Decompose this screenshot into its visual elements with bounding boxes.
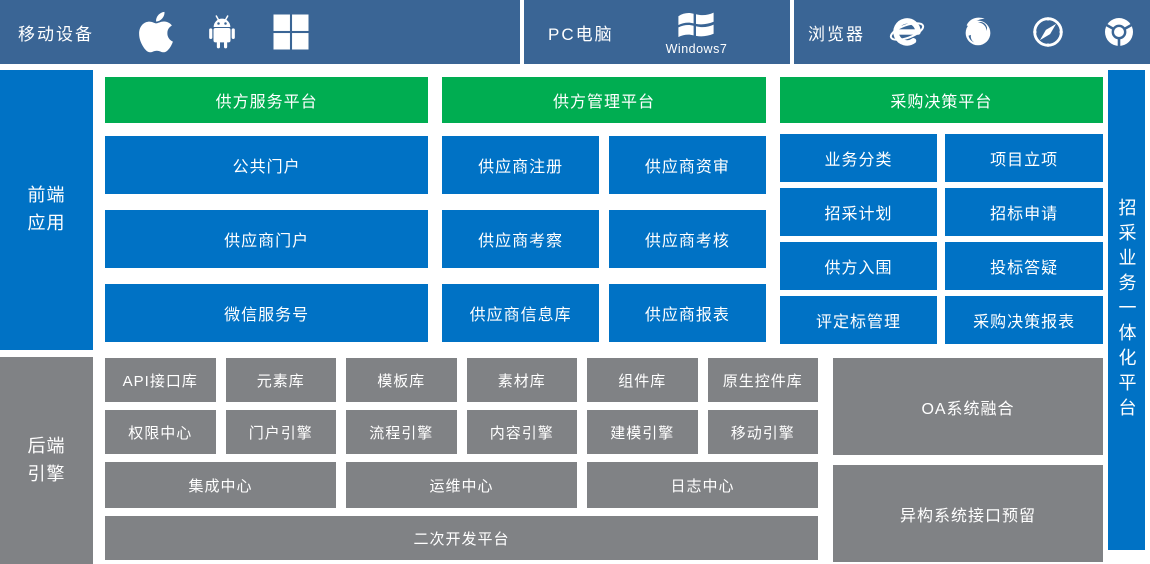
safari-icon <box>1033 17 1063 47</box>
module-box: 业务分类 <box>779 134 938 182</box>
windows-icon <box>273 14 309 50</box>
engine-box: 集成中心 <box>105 462 336 508</box>
module-box: 采购决策报表 <box>945 296 1103 344</box>
engine-box: 模板库 <box>346 358 457 402</box>
module-box: 供应商考察 <box>442 210 599 268</box>
engine-box: 建模引擎 <box>587 410 698 454</box>
firefox-icon <box>965 17 991 46</box>
engine-box: 流程引擎 <box>346 410 457 454</box>
platform-items: 业务分类 项目立项 招采计划 招标申请 供方入围 投标答疑 评定标管理 采购决策… <box>779 134 1103 344</box>
topbar-divider <box>520 0 524 64</box>
module-box: 招采计划 <box>779 188 938 236</box>
module-box: 供应商信息库 <box>442 284 599 342</box>
browser-label: 浏览器 <box>808 24 865 44</box>
back-end-grid: API接口库 元素库 模板库 素材库 组件库 原生控件库 权限中心 门户引擎 流… <box>105 358 818 562</box>
ie-icon <box>889 18 925 46</box>
engine-box: 日志中心 <box>587 462 818 508</box>
topbar-section-mobile: 移动设备 <box>0 0 520 64</box>
front-end-section: 供方服务平台 公共门户 供应商门户 微信服务号 供方管理平台 供应商注册 供应商… <box>105 70 1103 344</box>
engine-box: 素材库 <box>466 358 577 402</box>
engine-box: 二次开发平台 <box>105 516 818 560</box>
right-rail-label: 招采业务一体化平台 <box>1116 197 1137 423</box>
engine-box: 权限中心 <box>105 410 216 454</box>
front-end-rail: 前端应用 <box>0 70 93 350</box>
module-box: 评定标管理 <box>779 296 938 344</box>
platform-supplier-service: 供方服务平台 公共门户 供应商门户 微信服务号 <box>105 77 429 344</box>
browser-icon-row <box>887 12 1139 52</box>
platform-items: 公共门户 供应商门户 微信服务号 <box>105 136 429 342</box>
android-icon <box>209 15 235 49</box>
mobile-icon-row <box>138 9 312 55</box>
engine-box: 原生控件库 <box>707 358 818 402</box>
module-box: 供应商注册 <box>442 136 599 194</box>
engine-box: API接口库 <box>105 358 216 402</box>
front-end-label: 前端应用 <box>27 185 66 233</box>
apple-icon <box>139 11 173 53</box>
back-end-section: API接口库 元素库 模板库 素材库 组件库 原生控件库 权限中心 门户引擎 流… <box>105 358 1103 562</box>
main-content: 供方服务平台 公共门户 供应商门户 微信服务号 供方管理平台 供应商注册 供应商… <box>105 70 1103 564</box>
platform-title: 供方管理平台 <box>442 77 766 123</box>
module-box: 供应商资审 <box>608 136 766 194</box>
module-box: 供应商门户 <box>105 210 429 268</box>
windows7-caption: Windows7 <box>665 41 728 56</box>
right-rail: 招采业务一体化平台 <box>1108 70 1145 550</box>
integration-column: OA系统融合 异构系统接口预留 <box>833 358 1103 562</box>
module-box: 微信服务号 <box>105 284 429 342</box>
mobile-devices-label: 移动设备 <box>18 24 94 44</box>
topbar-section-browser: 浏览器 <box>794 0 1150 64</box>
topbar-divider <box>790 0 794 64</box>
windows7-logo: Windows7 <box>666 9 728 56</box>
engine-box: 内容引擎 <box>466 410 577 454</box>
platform-procurement-decision: 采购决策平台 业务分类 项目立项 招采计划 招标申请 供方入围 投标答疑 评定标… <box>779 77 1103 344</box>
topbar: 移动设备 <box>0 0 1150 64</box>
left-rail: 前端应用 后端引擎 <box>0 70 93 564</box>
module-box: 供应商考核 <box>608 210 766 268</box>
engine-box: 组件库 <box>587 358 698 402</box>
module-box: 招标申请 <box>945 188 1103 236</box>
topbar-section-pc: PC电脑 Windows7 <box>524 0 790 64</box>
module-box: 投标答疑 <box>945 242 1103 290</box>
engine-box: 元素库 <box>225 358 336 402</box>
integration-box: 异构系统接口预留 <box>833 465 1103 562</box>
module-box: 供方入围 <box>779 242 938 290</box>
platform-items: 供应商注册 供应商资审 供应商考察 供应商考核 供应商信息库 供应商报表 <box>442 136 766 342</box>
platform-title: 采购决策平台 <box>779 77 1103 123</box>
module-box: 项目立项 <box>945 134 1103 182</box>
engine-box: 移动引擎 <box>707 410 818 454</box>
module-box: 公共门户 <box>105 136 429 194</box>
platform-title: 供方服务平台 <box>105 77 429 123</box>
integration-box: OA系统融合 <box>833 358 1103 455</box>
windows7-icon <box>678 12 715 37</box>
back-end-label: 后端引擎 <box>27 435 66 484</box>
module-box: 供应商报表 <box>608 284 766 342</box>
engine-box: 门户引擎 <box>225 410 336 454</box>
pc-label: PC电脑 <box>548 24 614 44</box>
platform-supplier-management: 供方管理平台 供应商注册 供应商资审 供应商考察 供应商考核 供应商信息库 供应… <box>442 77 766 344</box>
diagram-body: 前端应用 后端引擎 供方服务平台 公共门户 供应商门户 微信服务号 <box>0 70 1150 564</box>
back-end-rail: 后端引擎 <box>0 357 93 564</box>
engine-box: 运维中心 <box>346 462 577 508</box>
chrome-icon <box>1105 18 1133 47</box>
